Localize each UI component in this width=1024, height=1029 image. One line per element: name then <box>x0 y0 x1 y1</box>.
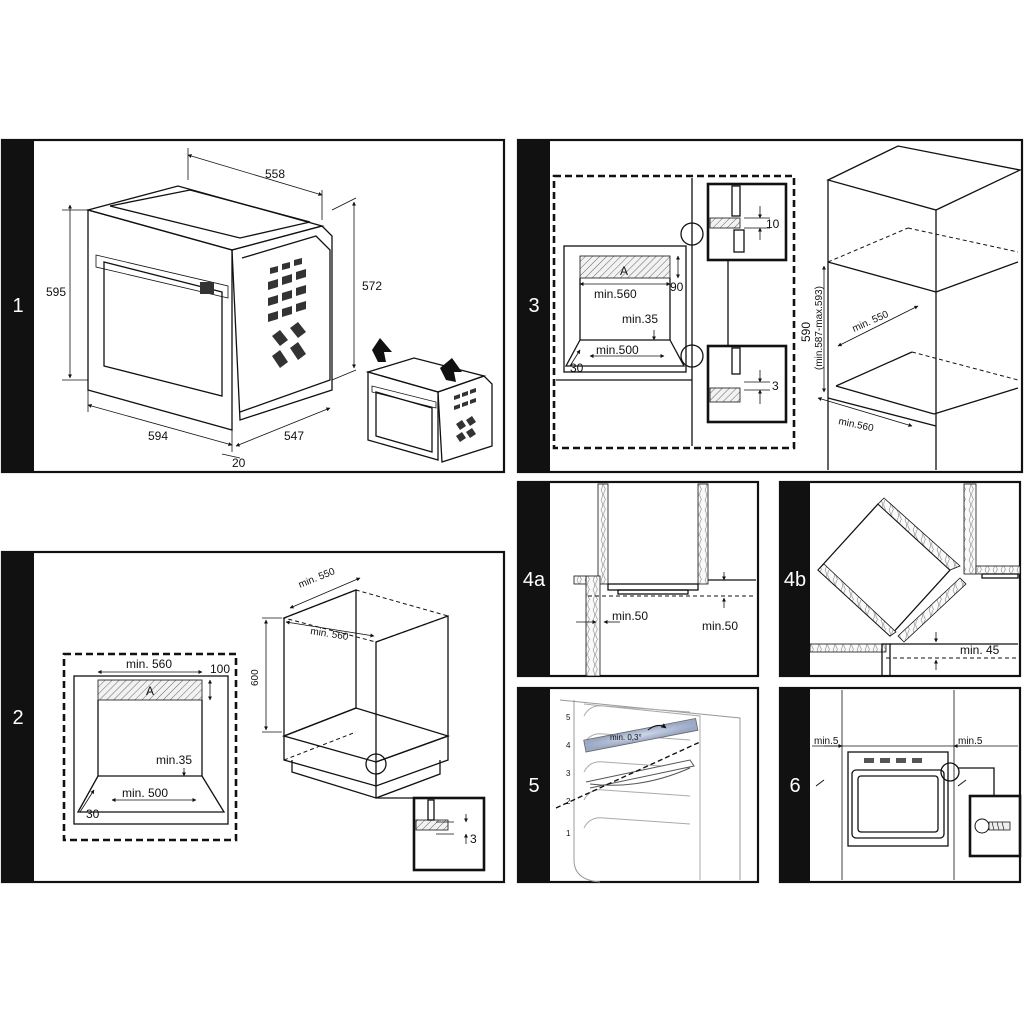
dim-min-gap: min.35 <box>156 753 192 767</box>
dim-width-front: 594 <box>148 429 168 443</box>
tall-cabinet-drawing <box>817 145 1023 470</box>
detail-inset-bottom <box>706 344 788 424</box>
dim-height-right: 572 <box>362 279 382 293</box>
dim-depth: 547 <box>284 429 304 443</box>
panel-number: 4b <box>784 569 806 591</box>
shelf-level: 3 <box>566 769 571 778</box>
panel-number: 6 <box>789 775 800 797</box>
cutout-frontal-view <box>62 652 238 842</box>
panel-2: 2 min. 560 100 A min.35 min. 500 30 <box>0 550 506 884</box>
cabinet-gap-front-view <box>573 483 756 677</box>
oven-mounted-front-view <box>812 690 1022 880</box>
area-label: A <box>146 684 154 698</box>
dim-side: 30 <box>86 807 100 821</box>
dim-cab-height: 600 <box>250 669 261 686</box>
dim-detail-top: 10 <box>766 217 780 231</box>
dim-angle: min. 0,3° <box>610 733 642 742</box>
dim-min-depth: min. 500 <box>122 786 168 800</box>
dim-min-gap: min.35 <box>622 312 658 326</box>
shelf-level: 5 <box>566 713 571 722</box>
shelf-level: 2 <box>566 797 571 806</box>
panel-number: 4a <box>523 569 546 591</box>
dim-gap: min. 45 <box>960 643 1000 657</box>
cabinet-door-corner-view <box>809 483 1021 677</box>
dim-detail: 3 <box>470 832 477 846</box>
dim-detail-bottom: 3 <box>772 379 779 393</box>
dim-min-width: min.560 <box>594 287 637 301</box>
oven-drawing-small <box>365 338 493 463</box>
dim-front-offset: 20 <box>232 456 246 470</box>
dim-min-width: min. 560 <box>126 657 172 671</box>
lift-hand-icon <box>372 338 392 362</box>
cabinet-drawing <box>262 577 486 872</box>
control-panel-icons <box>268 258 306 368</box>
shelf-level: 1 <box>566 829 571 838</box>
panel-6: 6 min.5 min.5 <box>778 686 1022 884</box>
panel-4a: 4a min.50 min.50 <box>516 480 760 678</box>
panel-3: 3 <box>516 138 1024 474</box>
area-label: A <box>620 264 628 278</box>
panel-5: 5 min. 0,3° 5 4 3 2 1 <box>516 686 760 884</box>
panel-number: 1 <box>12 295 23 317</box>
panel-number: 2 <box>12 707 23 729</box>
dim-side: 30 <box>570 361 584 375</box>
dim-gap-right: min.50 <box>702 619 738 633</box>
niche-frontal-view <box>552 174 796 450</box>
dim-height-left: 595 <box>46 285 66 299</box>
oven-drawing-large <box>62 148 357 459</box>
dim-niche-height: 590 <box>799 322 813 342</box>
shelf-level: 4 <box>566 741 571 750</box>
panel-number: 3 <box>528 295 539 317</box>
panel-1: 1 <box>0 138 506 474</box>
dim-width-top: 558 <box>265 167 285 181</box>
panel-4b: 4b min. 45 <box>778 480 1022 678</box>
panel-number: 5 <box>528 775 539 797</box>
oven-interior-levels <box>555 699 741 883</box>
dim-min-depth: min.500 <box>596 343 639 357</box>
dim-niche-range: (min.587-max.593) <box>814 286 825 370</box>
dim-top-clear: 100 <box>210 662 230 676</box>
lift-hand-icon <box>440 358 462 382</box>
dim-right-gap: min.5 <box>958 736 983 747</box>
dim-gap-left: min.50 <box>612 609 648 623</box>
dim-left-gap: min.5 <box>814 736 839 747</box>
dim-top-clear: 90 <box>670 280 684 294</box>
